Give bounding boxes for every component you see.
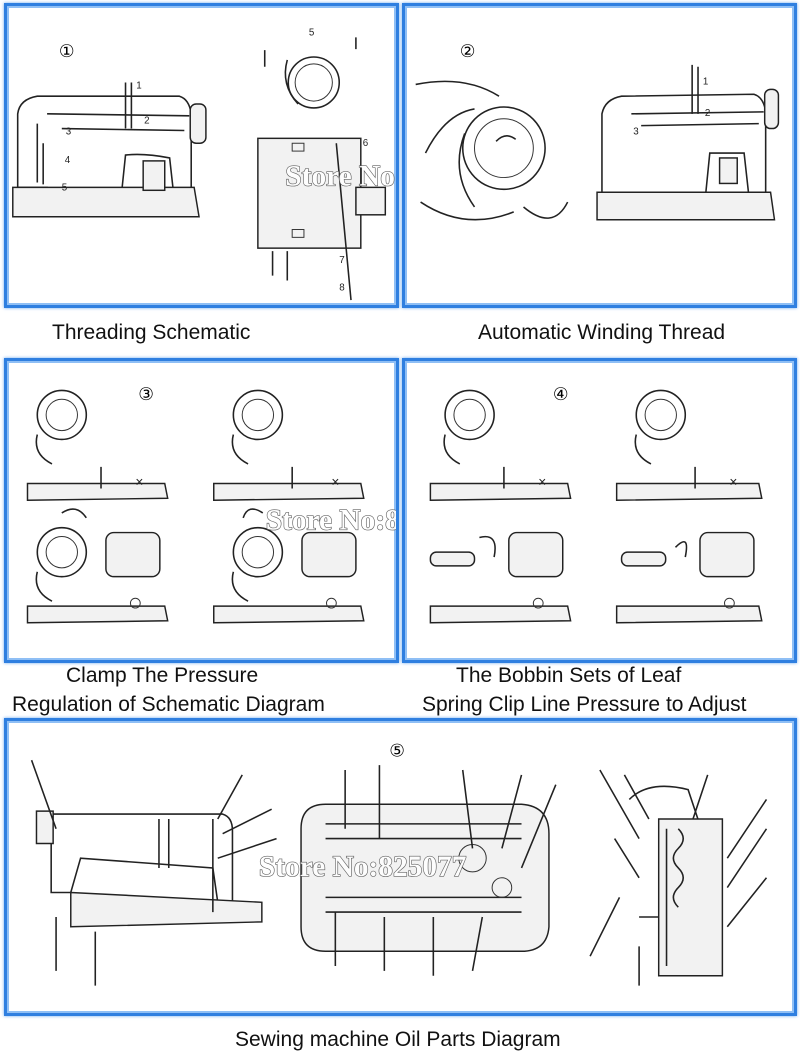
threading-schematic-illustration: ① 1 2 3 4 5 5 6 7 8 Store No:825077 [12,27,396,301]
panel-clamp-pressure: ③ × × Store No:825077 [4,358,399,663]
panel-bobbin-leaf-spring: ④ × × [402,358,797,663]
oil-parts-illustration: ⑤ Store No:825077 [30,740,768,986]
caption-clamp-pressure-line1: Clamp The Pressure [66,664,259,687]
panel-number: ② [460,41,476,61]
svg-text:×: × [331,474,339,489]
panel-automatic-winding-thread: ② 1 2 3 [402,3,797,308]
svg-text:3: 3 [66,126,72,137]
svg-text:×: × [135,474,143,489]
winding-thread-illustration: ② 1 2 3 [415,41,780,221]
panel-number: ③ [138,384,154,404]
caption-bobbin-leaf-line1: The Bobbin Sets of Leaf [456,664,682,687]
panel-oil-parts: ⑤ Store No:825077 [4,718,797,1016]
svg-text:5: 5 [62,182,68,193]
svg-text:×: × [538,474,546,489]
svg-text:1: 1 [703,76,708,87]
watermark: Store No:825077 [285,160,396,192]
svg-text:5: 5 [309,27,315,38]
svg-text:×: × [729,474,737,489]
svg-text:8: 8 [339,282,345,293]
panel-number: ⑤ [389,740,405,760]
caption-threading-schematic: Threading Schematic [52,321,251,344]
svg-text:2: 2 [705,108,710,119]
svg-text:3: 3 [633,126,639,137]
panel-number: ④ [553,384,569,404]
caption-bobbin-leaf-line2: Spring Clip Line Pressure to Adjust [422,693,747,716]
svg-text:2: 2 [144,116,149,127]
clamp-pressure-illustration: ③ × × Store No:825077 [26,384,396,624]
caption-clamp-pressure-line2: Regulation of Schematic Diagram [12,693,325,716]
svg-text:4: 4 [65,155,71,166]
panel-threading-schematic: ① 1 2 3 4 5 5 6 7 8 Store No:825077 [4,3,399,308]
svg-text:1: 1 [136,80,141,91]
svg-text:7: 7 [339,255,344,266]
svg-text:6: 6 [363,138,369,149]
caption-automatic-winding-thread: Automatic Winding Thread [478,321,726,344]
watermark: Store No:825077 [259,851,467,883]
bobbin-leaf-spring-illustration: ④ × × [429,384,763,624]
caption-oil-parts: Sewing machine Oil Parts Diagram [235,1028,561,1051]
watermark: Store No:825077 [266,505,396,537]
panel-number: ① [59,41,75,61]
